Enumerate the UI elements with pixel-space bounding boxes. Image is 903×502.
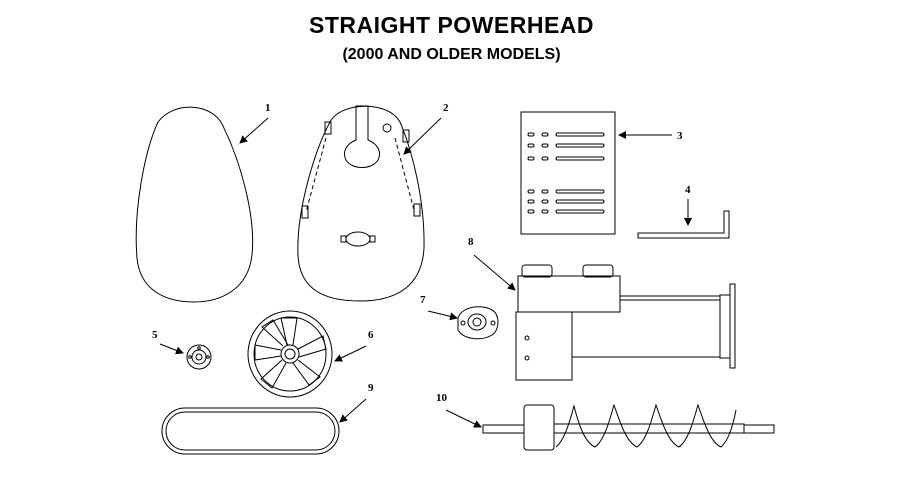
allen-wrench <box>637 210 730 239</box>
svg-text:1: 1 <box>265 102 271 114</box>
svg-text:6: 6 <box>368 329 374 341</box>
pulley <box>247 310 333 398</box>
gearbox-housing <box>515 264 736 381</box>
label-part-5: 5 <box>152 329 184 355</box>
label-part-4: 4 <box>684 184 692 226</box>
flange-bearing <box>457 306 499 340</box>
svg-text:4: 4 <box>685 184 691 196</box>
drive-belt <box>161 407 340 455</box>
belt-guard-cover <box>135 106 254 303</box>
diagram-subtitle: (2000 AND OLDER MODELS) <box>342 46 561 63</box>
label-part-2: 2 <box>403 102 449 155</box>
label-part-3: 3 <box>618 130 683 142</box>
svg-text:8: 8 <box>468 236 474 248</box>
svg-text:7: 7 <box>420 294 426 306</box>
diagram-title: STRAIGHT POWERHEAD <box>309 12 594 38</box>
decal-sheet <box>520 111 616 235</box>
belt-guard-front <box>297 105 425 302</box>
auger <box>482 403 775 451</box>
label-part-8: 8 <box>468 236 516 291</box>
svg-text:5: 5 <box>152 329 158 341</box>
svg-text:2: 2 <box>443 102 449 114</box>
label-part-1: 1 <box>239 102 271 144</box>
label-part-6: 6 <box>334 329 374 362</box>
label-part-7: 7 <box>420 294 458 321</box>
label-part-9: 9 <box>339 382 374 423</box>
svg-text:3: 3 <box>677 130 683 142</box>
svg-text:9: 9 <box>368 382 374 394</box>
svg-text:10: 10 <box>436 392 448 404</box>
bushing <box>186 344 212 370</box>
label-part-10: 10 <box>436 392 482 428</box>
